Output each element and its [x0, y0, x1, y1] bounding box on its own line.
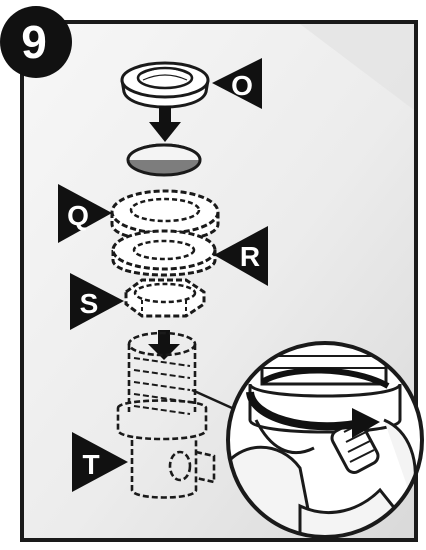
callout-q-label: Q — [67, 200, 89, 231]
callout-r-label: R — [240, 241, 260, 272]
callout-s: S — [70, 273, 124, 330]
step-badge: 9 — [0, 6, 72, 78]
drain-hole — [126, 143, 202, 177]
callout-o: O — [212, 58, 262, 109]
nut-part-s — [124, 278, 206, 318]
callout-q: Q — [58, 184, 112, 243]
flange-part-o — [120, 61, 210, 109]
zoom-leader-line — [191, 388, 233, 410]
step-number: 9 — [21, 16, 47, 68]
down-arrow-icon — [149, 106, 181, 142]
drain-body-part-t — [116, 331, 216, 499]
washer-part-r — [111, 229, 217, 277]
callout-t-label: T — [82, 449, 99, 480]
callout-r: R — [214, 226, 268, 286]
callout-t: T — [72, 432, 128, 492]
callout-s-label: S — [80, 288, 99, 319]
rotation-arrow-icon — [246, 367, 390, 438]
callout-o-label: O — [231, 70, 253, 101]
